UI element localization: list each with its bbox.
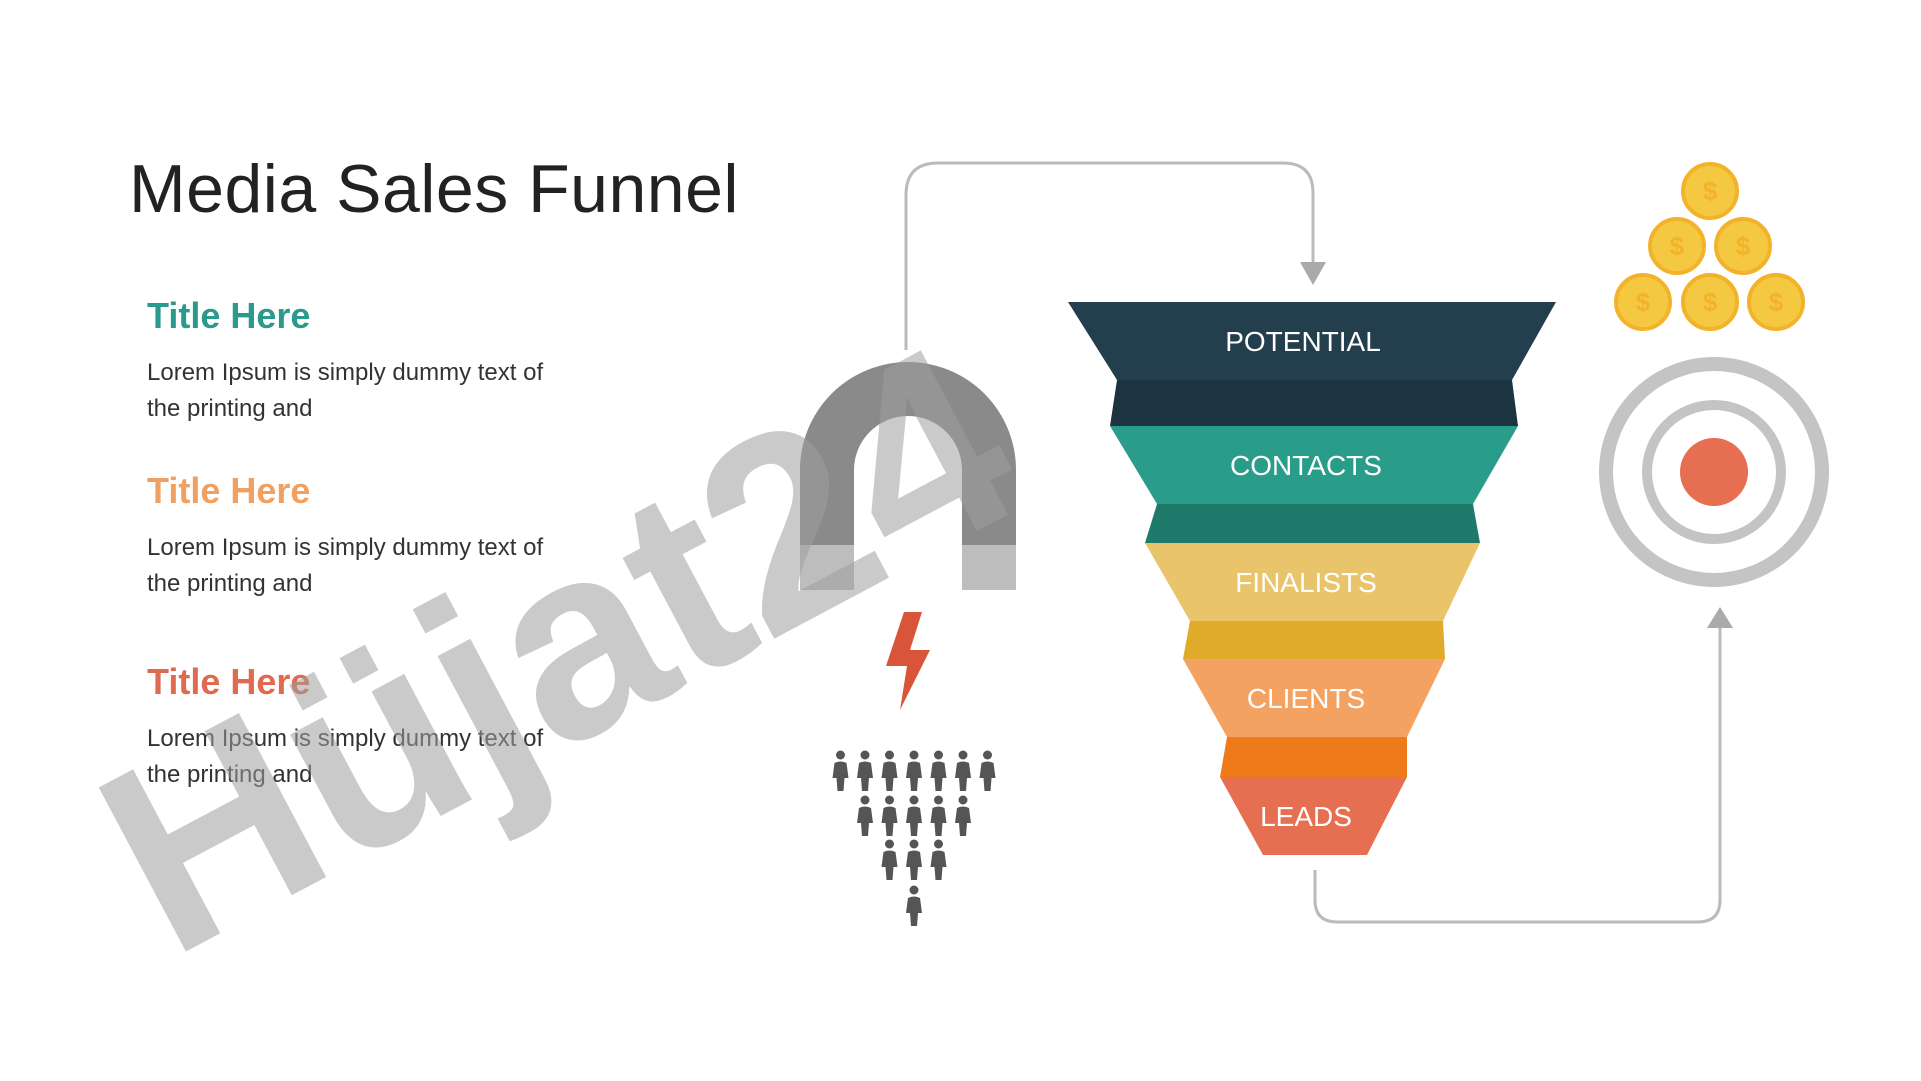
coin-stack-icon: $ $ $ $ $ $ <box>1614 162 1805 331</box>
funnel-stage-label: CLIENTS <box>1247 683 1365 714</box>
info-block-body: Lorem Ipsum is simply dummy text of the … <box>147 359 544 422</box>
person-icon <box>906 750 922 791</box>
person-icon <box>955 750 971 791</box>
loop-arrow-bottom <box>1313 628 1722 924</box>
person-icon <box>857 795 873 836</box>
sales-funnel: POTENTIAL CONTACTS FINALISTS CLIENTS LEADS <box>1068 302 1556 855</box>
funnel-stage-leads <box>1220 777 1407 855</box>
coin-icon: $ <box>1681 273 1739 331</box>
info-block-title: Title Here <box>147 295 311 336</box>
person-icon <box>906 795 922 836</box>
funnel-stage-connector <box>1183 621 1445 659</box>
funnel-stage-label: POTENTIAL <box>1225 326 1381 357</box>
people-pyramid-icon <box>832 750 996 926</box>
coin-icon: $ <box>1714 217 1772 275</box>
arrow-head-down <box>1300 262 1326 285</box>
coin-symbol: $ <box>1736 231 1751 261</box>
funnel-stage-clients <box>1183 659 1445 737</box>
person-icon <box>906 885 922 926</box>
funnel-stage-connector <box>1220 737 1407 777</box>
info-block-1: Title Here Lorem Ipsum is simply dummy t… <box>147 295 567 427</box>
coin-icon: $ <box>1681 162 1739 220</box>
coin-icon: $ <box>1747 273 1805 331</box>
person-icon <box>930 839 947 880</box>
funnel-stage-contacts <box>1110 426 1518 504</box>
person-icon <box>857 750 873 791</box>
person-icon <box>930 795 947 836</box>
coin-symbol: $ <box>1703 176 1718 206</box>
person-icon <box>881 795 898 836</box>
person-icon <box>906 839 922 880</box>
person-icon <box>881 839 898 880</box>
funnel-stage-label: CONTACTS <box>1230 450 1382 481</box>
funnel-stage-finalists <box>1145 543 1480 621</box>
coin-symbol: $ <box>1636 287 1651 317</box>
coin-icon: $ <box>1614 273 1672 331</box>
coin-symbol: $ <box>1769 287 1784 317</box>
arrow-head-up <box>1707 607 1733 628</box>
page-title: Media Sales Funnel <box>129 151 740 227</box>
person-icon <box>979 750 996 791</box>
target-icon <box>1599 357 1829 587</box>
person-icon <box>832 750 849 791</box>
info-block-3: Title Here Lorem Ipsum is simply dummy t… <box>147 661 567 793</box>
funnel-stage-label: FINALISTS <box>1235 567 1377 598</box>
coin-symbol: $ <box>1703 287 1718 317</box>
info-block-title: Title Here <box>147 661 311 702</box>
lightning-icon <box>886 612 930 710</box>
info-block-title: Title Here <box>147 470 311 511</box>
magnet-icon <box>800 362 1016 590</box>
person-icon <box>881 750 898 791</box>
loop-arrow-top <box>904 161 1315 350</box>
coin-symbol: $ <box>1670 231 1685 261</box>
info-block-body: Lorem Ipsum is simply dummy text of the … <box>147 725 544 788</box>
funnel-stage-label: LEADS <box>1260 801 1352 832</box>
coin-icon: $ <box>1648 217 1706 275</box>
info-block-body: Lorem Ipsum is simply dummy text of the … <box>147 534 544 597</box>
info-block-2: Title Here Lorem Ipsum is simply dummy t… <box>147 470 567 602</box>
funnel-stage-connector <box>1145 504 1480 543</box>
funnel-stage-potential <box>1068 302 1556 380</box>
person-icon <box>955 795 971 836</box>
person-icon <box>930 750 947 791</box>
funnel-stage-connector <box>1110 380 1518 426</box>
